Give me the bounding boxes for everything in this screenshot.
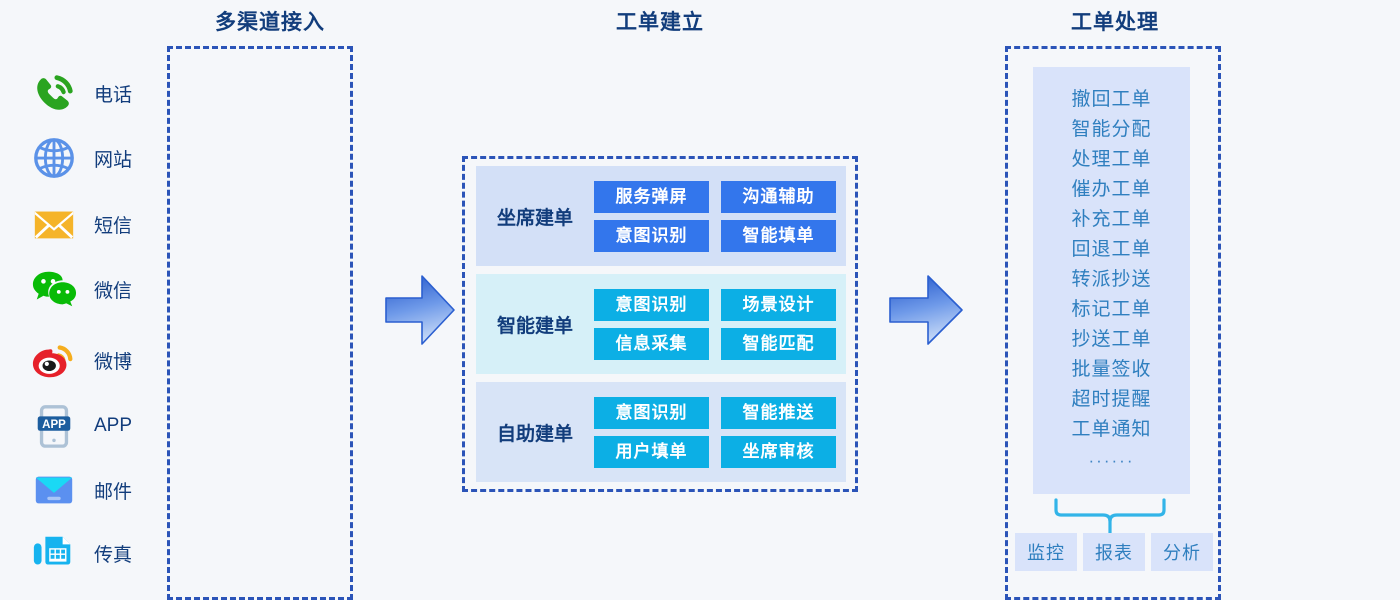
process-list-item[interactable]: 处理工单 [1071, 148, 1152, 170]
phone-icon [30, 69, 78, 117]
channel-item-email[interactable]: 邮件 [30, 462, 132, 518]
ticket-process-feature-list: 撤回工单 智能分配 处理工单 催办工单 补充工单 回退工单 转派抄送 标记工单 … [1033, 67, 1190, 494]
group-label: 智能建单 [496, 315, 573, 337]
globe-icon [30, 134, 78, 182]
arrow-create-to-process [888, 270, 964, 355]
channel-item-wechat[interactable]: 微信 [30, 261, 132, 317]
process-list-ellipsis: ······ [1088, 450, 1135, 470]
channel-item-weibo[interactable]: 微博 [30, 332, 132, 388]
feature-button[interactable]: 意图识别 [594, 219, 709, 252]
weibo-icon [30, 336, 78, 384]
process-list-item[interactable]: 转派抄送 [1071, 268, 1152, 290]
svg-text:APP: APP [42, 419, 66, 431]
feature-button[interactable]: 服务弹屏 [594, 180, 709, 213]
app-phone-icon: APP [30, 402, 78, 450]
feature-button[interactable]: 意图识别 [594, 396, 709, 429]
feature-button[interactable]: 智能推送 [721, 396, 836, 429]
arrow-channels-to-create [384, 270, 456, 355]
tag-report[interactable]: 报表 [1083, 533, 1145, 571]
mail-envelope-icon [30, 466, 78, 514]
feature-button[interactable]: 沟通辅助 [721, 180, 836, 213]
channel-item-app[interactable]: APP APP [30, 398, 132, 454]
ticket-create-group-selfservice: 自助建单 意图识别 智能推送 用户填单 坐席审核 [476, 382, 846, 482]
ticket-process-dashed-container [1005, 46, 1221, 600]
feature-button[interactable]: 智能填单 [721, 219, 836, 252]
ticket-process-tags: 监控 报表 分析 [1014, 533, 1214, 571]
channel-item-fax[interactable]: 传真 [30, 525, 132, 581]
channel-label: 传真 [94, 544, 133, 566]
channels-dashed-container [167, 46, 353, 600]
process-list-item[interactable]: 回退工单 [1071, 238, 1152, 260]
page-title-ticket-create: 工单建立 [616, 11, 704, 34]
group-label: 自助建单 [496, 423, 573, 445]
channel-label: 微博 [94, 351, 133, 373]
process-list-item[interactable]: 补充工单 [1071, 208, 1152, 230]
ticket-create-group-agent: 坐席建单 服务弹屏 沟通辅助 意图识别 智能填单 [476, 166, 846, 266]
button-grid: 意图识别 智能推送 用户填单 坐席审核 [594, 396, 846, 468]
channel-item-phone[interactable]: 电话 [30, 65, 132, 121]
feature-button[interactable]: 信息采集 [594, 327, 709, 360]
group-label: 坐席建单 [496, 207, 573, 229]
channel-label: 邮件 [94, 481, 133, 503]
ticket-create-group-smart: 智能建单 意图识别 场景设计 信息采集 智能匹配 [476, 274, 846, 374]
wechat-icon [30, 265, 78, 313]
channel-label: 网站 [94, 149, 133, 171]
fax-icon [30, 529, 78, 577]
page-title-ticket-process: 工单处理 [1071, 11, 1159, 34]
process-list-item[interactable]: 催办工单 [1071, 178, 1152, 200]
page-title-channels: 多渠道接入 [215, 11, 325, 34]
tag-monitor[interactable]: 监控 [1015, 533, 1077, 571]
process-list-item[interactable]: 批量签收 [1071, 358, 1152, 380]
ticket-create-dashed-container [462, 156, 858, 492]
channel-item-sms[interactable]: 短信 [30, 196, 132, 252]
sms-envelope-icon [30, 200, 78, 248]
channel-label: 短信 [94, 215, 133, 237]
feature-button[interactable]: 用户填单 [594, 435, 709, 468]
tag-analysis[interactable]: 分析 [1151, 533, 1213, 571]
process-list-item[interactable]: 标记工单 [1071, 298, 1152, 320]
process-list-item[interactable]: 超时提醒 [1071, 388, 1152, 410]
feature-button[interactable]: 智能匹配 [721, 327, 836, 360]
process-list-item[interactable]: 抄送工单 [1071, 328, 1152, 350]
feature-button[interactable]: 坐席审核 [721, 435, 836, 468]
process-list-item[interactable]: 智能分配 [1071, 118, 1152, 140]
button-grid: 服务弹屏 沟通辅助 意图识别 智能填单 [594, 180, 846, 252]
feature-button[interactable]: 场景设计 [721, 288, 836, 321]
button-grid: 意图识别 场景设计 信息采集 智能匹配 [594, 288, 846, 360]
channel-item-website[interactable]: 网站 [30, 130, 132, 186]
channel-label: 微信 [94, 280, 133, 302]
channel-label: APP [94, 415, 133, 436]
channel-label: 电话 [94, 84, 133, 106]
feature-button[interactable]: 意图识别 [594, 288, 709, 321]
process-list-item[interactable]: 工单通知 [1071, 418, 1152, 440]
process-list-item[interactable]: 撤回工单 [1071, 88, 1152, 110]
